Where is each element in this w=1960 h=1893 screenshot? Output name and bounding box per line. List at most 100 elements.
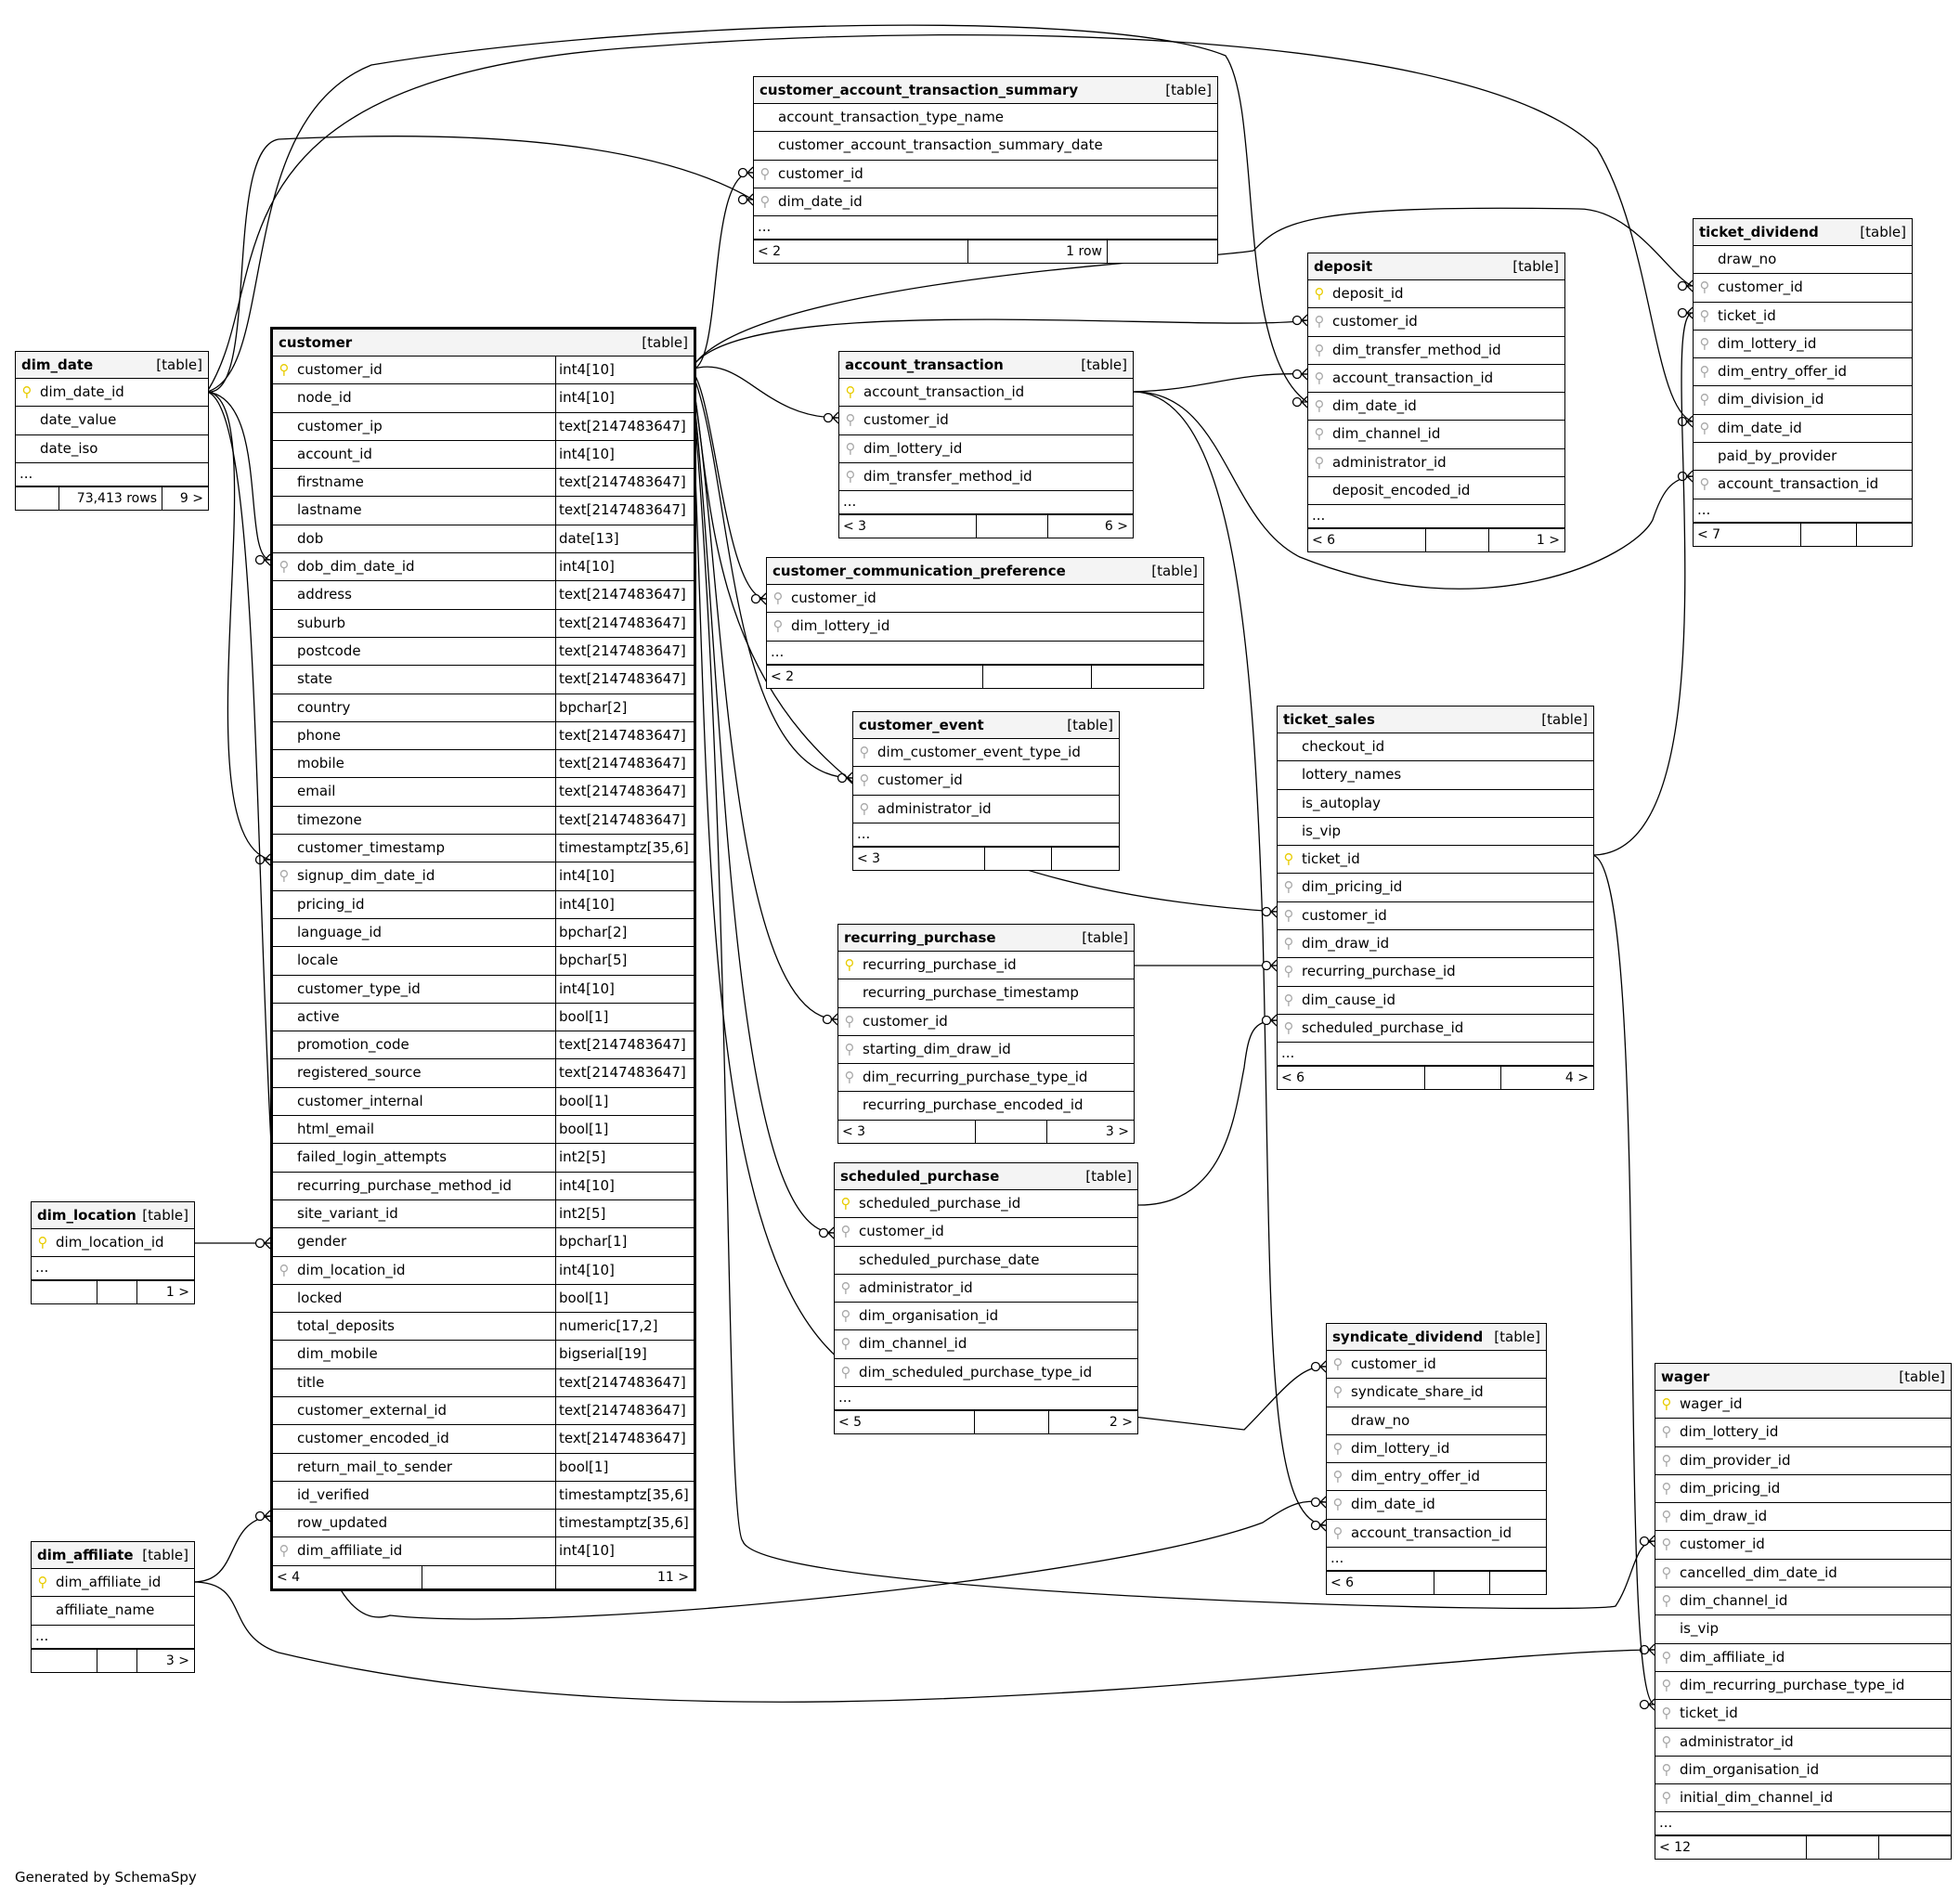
column-row[interactable]: account_transaction_type_name <box>754 104 1217 133</box>
table-customer-event[interactable]: customer_event[table]⚲dim_customer_event… <box>852 711 1120 871</box>
parents-link[interactable]: < 2 <box>771 668 795 684</box>
column-row[interactable]: date_iso <box>16 435 208 463</box>
column-row[interactable]: ⚲dim_entry_offer_id <box>1694 358 1912 387</box>
column-row[interactable]: ⚲dim_channel_id <box>835 1330 1137 1359</box>
children-link[interactable]: 4 > <box>1564 1070 1589 1086</box>
table-wager[interactable]: wager[table]⚲wager_id⚲dim_lottery_id⚲dim… <box>1655 1363 1952 1861</box>
column-row[interactable]: ⚲customer_id <box>754 161 1217 188</box>
table-scheduled-purchase[interactable]: scheduled_purchase[table]⚲scheduled_purc… <box>834 1162 1138 1435</box>
column-row[interactable]: is_autoplay <box>1278 790 1593 818</box>
table-name[interactable]: dim_location <box>37 1207 136 1224</box>
column-row[interactable]: ⚲dim_organisation_id <box>1655 1757 1951 1785</box>
parents-link[interactable]: < 5 <box>838 1415 863 1431</box>
column-row[interactable]: deposit_encoded_id <box>1308 477 1564 506</box>
more-columns-row[interactable]: ... <box>1327 1548 1546 1572</box>
column-row[interactable]: ⚲account_transaction_id <box>1308 365 1564 394</box>
column-row[interactable]: ⚲customer_id <box>839 407 1133 435</box>
table-header[interactable]: dim_affiliate[table] <box>32 1542 194 1569</box>
column-row[interactable]: ⚲dim_draw_id <box>1278 930 1593 959</box>
column-row[interactable]: ⚲dim_transfer_method_id <box>1308 337 1564 365</box>
column-row[interactable]: ⚲customer_id <box>835 1218 1137 1247</box>
column-row[interactable]: ⚲customer_id <box>1278 902 1593 931</box>
more-columns-row[interactable]: ... <box>16 463 208 486</box>
table-name[interactable]: ticket_sales <box>1283 711 1375 728</box>
column-row[interactable]: ⚲dim_date_id <box>1694 415 1912 444</box>
column-row[interactable]: ⚲scheduled_purchase_id <box>835 1190 1137 1219</box>
column-row[interactable]: ⚲dim_recurring_purchase_type_id <box>1655 1672 1951 1701</box>
parents-link[interactable]: < 3 <box>857 850 881 866</box>
column-row[interactable]: ⚲dim_division_id <box>1694 386 1912 415</box>
column-row[interactable]: ⚲dim_organisation_id <box>835 1303 1137 1331</box>
column-row[interactable]: ⚲customer_id <box>1655 1531 1951 1560</box>
parents-link[interactable]: < 6 <box>1330 1575 1355 1591</box>
table-header[interactable]: customer_event[table] <box>853 712 1119 739</box>
column-row[interactable]: ⚲dim_affiliate_id <box>32 1569 194 1598</box>
column-row[interactable]: ⚲dim_entry_offer_id <box>1327 1463 1546 1492</box>
column-row[interactable]: ⚲dim_provider_id <box>1655 1447 1951 1475</box>
table-customer-communication-preference[interactable]: customer_communication_preference[table]… <box>766 557 1204 689</box>
column-row[interactable]: ⚲administrator_id <box>1308 449 1564 478</box>
column-row[interactable]: ⚲dim_location_id <box>32 1229 194 1258</box>
column-row[interactable]: ⚲dim_lottery_id <box>767 613 1203 642</box>
column-row[interactable]: affiliate_name <box>32 1597 194 1626</box>
more-columns-row[interactable]: ... <box>754 216 1217 240</box>
column-row[interactable]: ⚲dim_affiliate_id <box>1655 1644 1951 1672</box>
more-columns-row[interactable]: ... <box>1694 499 1912 523</box>
column-row[interactable]: ⚲dim_lottery_id <box>1694 331 1912 359</box>
column-row[interactable]: ⚲scheduled_purchase_id <box>1278 1015 1593 1044</box>
column-row[interactable]: ⚲ticket_id <box>1655 1700 1951 1729</box>
parents-link[interactable]: < 2 <box>758 244 782 260</box>
column-row[interactable]: recurring_purchase_timestamp <box>838 979 1134 1008</box>
column-row[interactable]: ⚲dim_lottery_id <box>1655 1419 1951 1447</box>
column-row[interactable]: ⚲customer_id <box>1694 274 1912 303</box>
column-row[interactable]: ⚲initial_dim_channel_id <box>1655 1784 1951 1813</box>
children-link[interactable]: 6 > <box>1104 519 1128 535</box>
column-row[interactable]: ⚲dim_draw_id <box>1655 1503 1951 1532</box>
table-header[interactable]: customer_account_transaction_summary[tab… <box>754 77 1217 104</box>
table-account-transaction[interactable]: account_transaction[table]⚲account_trans… <box>838 351 1134 539</box>
column-row[interactable]: ⚲dim_date_id <box>1327 1491 1546 1520</box>
table-name[interactable]: scheduled_purchase <box>840 1168 1000 1185</box>
column-row[interactable]: ⚲starting_dim_draw_id <box>838 1036 1134 1065</box>
column-row[interactable]: ⚲recurring_purchase_id <box>838 952 1134 980</box>
children-link[interactable]: 3 > <box>1105 1123 1129 1139</box>
more-columns-row[interactable]: ... <box>32 1626 194 1649</box>
table-name[interactable]: wager <box>1661 1368 1710 1385</box>
column-row[interactable]: ⚲ticket_id <box>1694 303 1912 331</box>
column-row[interactable]: ⚲customer_id <box>853 767 1119 796</box>
more-columns-row[interactable]: ... <box>1278 1043 1593 1067</box>
table-name[interactable]: recurring_purchase <box>844 929 996 946</box>
table-name[interactable]: dim_date <box>21 357 94 373</box>
column-row[interactable]: date_value <box>16 407 208 435</box>
table-header[interactable]: wager[table] <box>1655 1364 1951 1391</box>
table-header[interactable]: customer[table] <box>273 330 694 357</box>
column-row[interactable]: ⚲dim_date_id <box>16 379 208 408</box>
more-columns-row[interactable]: ... <box>839 491 1133 515</box>
column-row[interactable]: ⚲customer_id <box>1308 308 1564 337</box>
